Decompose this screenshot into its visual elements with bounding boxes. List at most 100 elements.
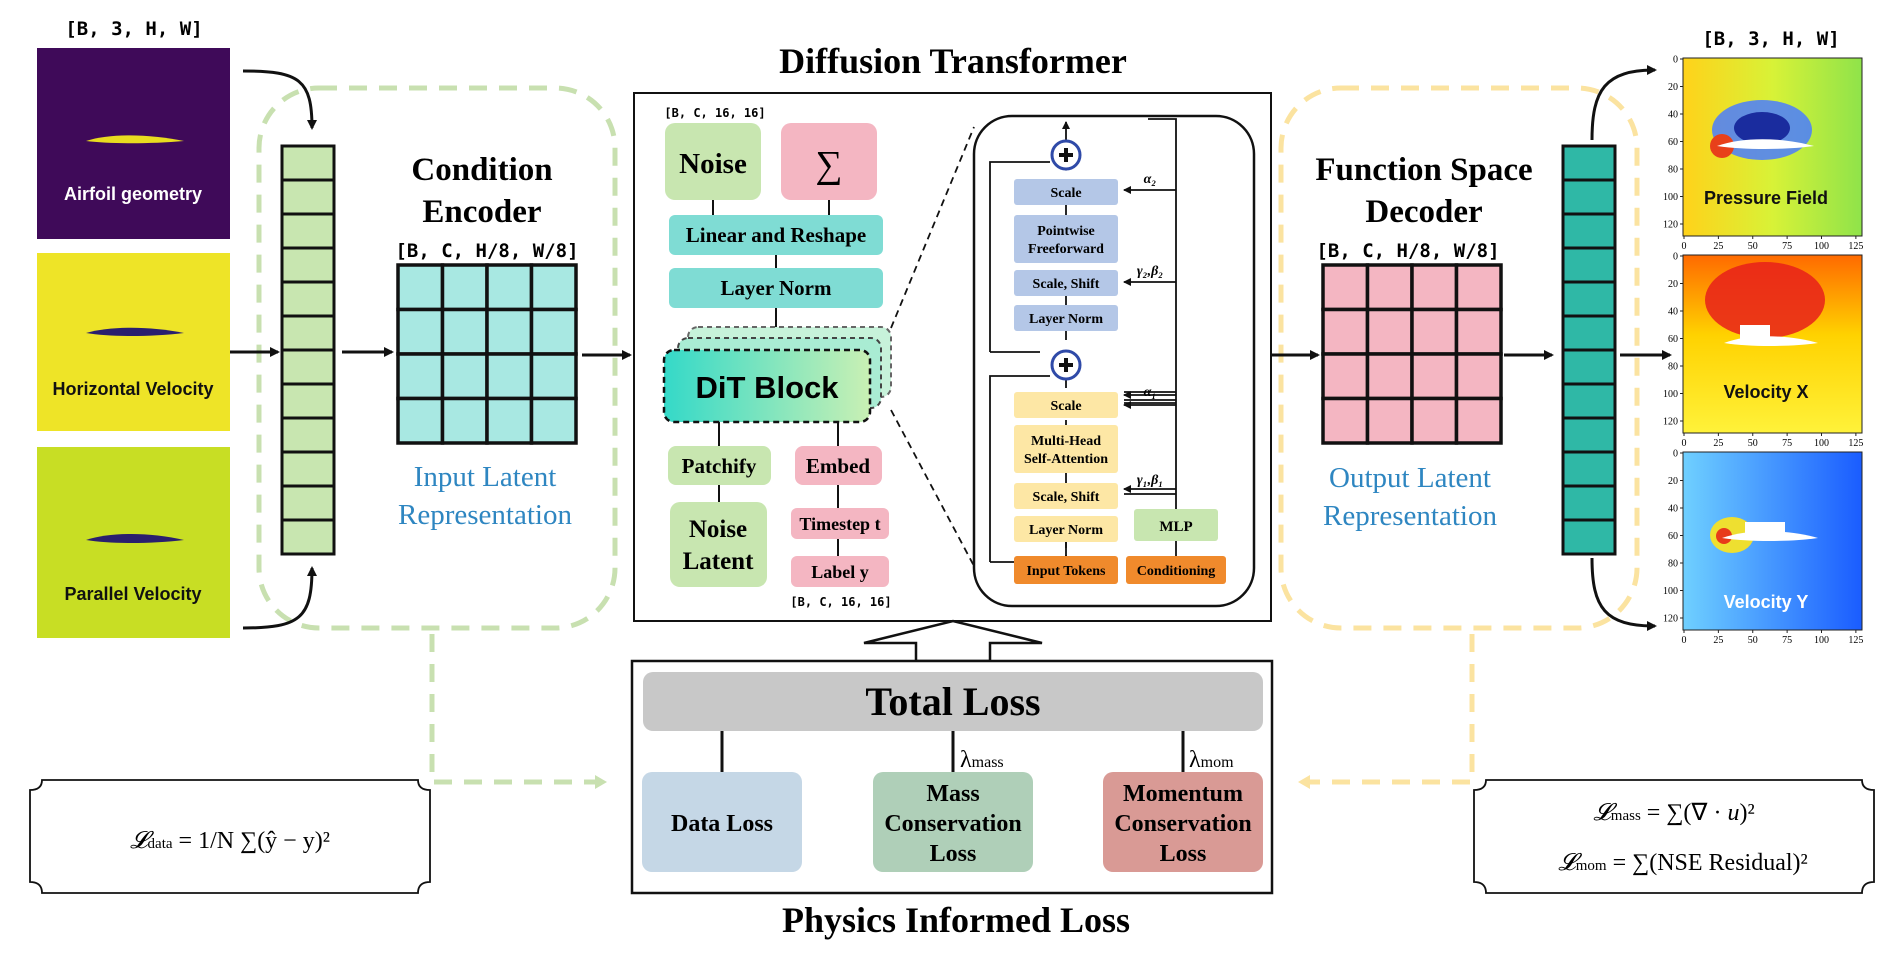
patchify-box: Patchify — [668, 446, 771, 485]
token-cell — [280, 416, 336, 454]
arrow-tokens-to-pressure — [1590, 65, 1657, 141]
add-circle-top — [1050, 139, 1082, 171]
input-latent-caption-line1: Input Latent — [414, 461, 557, 493]
label-box: Label y — [791, 556, 889, 587]
detail-scale-bottom-label: Scale — [1050, 399, 1081, 414]
latent-cell — [1365, 307, 1414, 356]
token-cell — [1561, 416, 1617, 454]
y-tick-label: 100 — [1663, 586, 1678, 597]
token-cell — [280, 314, 336, 352]
token-cell — [280, 518, 336, 556]
y-tick-label: 40 — [1668, 504, 1678, 515]
y-tick-label: 40 — [1668, 307, 1678, 318]
input-label-parallel: Parallel Velocity — [64, 584, 201, 604]
mass-loss-line1: Mass — [926, 781, 979, 807]
latent-cell — [485, 263, 534, 312]
latent-cell — [1365, 352, 1414, 401]
sigma-box: ∑ — [781, 123, 877, 200]
latent-cell — [485, 396, 534, 445]
latent-cell — [396, 263, 445, 312]
latent-cell — [1410, 263, 1459, 312]
x-tick-label: 125 — [1848, 241, 1863, 252]
data-loss-formula-box: 𝓛data = 1/N ∑(ŷ − y)² — [29, 779, 431, 894]
y-tick-label: 0 — [1673, 252, 1678, 263]
detail-layer-norm-bottom-label: Layer Norm — [1029, 523, 1103, 538]
encoder-title-line2: Encoder — [422, 194, 541, 230]
token-cell — [1561, 246, 1617, 284]
detail-scale-bottom: Scale — [1014, 392, 1118, 418]
encoder-region — [256, 85, 618, 631]
latent-cell — [1454, 396, 1503, 445]
x-tick-label: 50 — [1748, 241, 1758, 252]
y-tick-label: 120 — [1663, 417, 1678, 428]
mass-loss-box: Mass Conservation Loss — [873, 772, 1033, 872]
x-tick-label: 0 — [1682, 635, 1687, 646]
x-tick-label: 25 — [1713, 635, 1723, 646]
latent-cell — [1365, 396, 1414, 445]
plot-frame — [1682, 451, 1863, 631]
mass-loss-line2: Conservation — [884, 811, 1021, 837]
token-cell — [1561, 280, 1617, 318]
y-tick-label: 60 — [1668, 334, 1678, 345]
arrow-airfoil-to-tokens — [242, 69, 317, 130]
arrow-tokens-to-vely — [1590, 557, 1657, 631]
latent-cell — [529, 352, 578, 401]
latent-cell — [396, 396, 445, 445]
latent-cell — [1454, 307, 1503, 356]
dit-block-label: DiT Block — [696, 370, 840, 405]
y-tick-label: 20 — [1668, 82, 1678, 93]
latent-cell — [529, 307, 578, 356]
decoder-to-loss-arrow — [1298, 634, 1475, 789]
x-tick-label: 125 — [1848, 438, 1863, 449]
x-tick-label: 100 — [1814, 241, 1829, 252]
detail-pointwise-line1: Pointwise — [1037, 224, 1095, 239]
total-loss-box: Total Loss — [643, 672, 1263, 731]
detail-input-tokens-label: Input Tokens — [1026, 564, 1106, 579]
dit-bottom-shape: [B, C, 16, 16] — [790, 595, 891, 609]
token-cell — [1561, 348, 1617, 386]
timestep-box: Timestep t — [791, 508, 889, 539]
input-airfoil-geometry: Airfoil geometry — [37, 48, 230, 239]
detail-scale-shift-top: Scale, Shift — [1014, 270, 1118, 296]
y-tick-label: 20 — [1668, 279, 1678, 290]
noise-latent-line2: Latent — [683, 548, 755, 575]
input-latent-grid — [396, 263, 578, 445]
output-shape-label: [B, 3, H, W] — [1702, 28, 1839, 50]
token-cell — [280, 382, 336, 420]
token-cell — [1561, 178, 1617, 216]
latent-cell — [1321, 263, 1370, 312]
token-cell — [280, 484, 336, 522]
arrow-parallel-to-tokens — [242, 566, 317, 630]
token-cell — [1561, 450, 1617, 488]
latent-cell — [1410, 307, 1459, 356]
latent-cell — [396, 307, 445, 356]
latent-cell — [440, 352, 489, 401]
latent-cell — [529, 263, 578, 312]
output-label-vely: Velocity Y — [1724, 592, 1809, 612]
latent-cell — [1321, 352, 1370, 401]
input-shape-label: [B, 3, H, W] — [65, 18, 202, 40]
x-tick-label: 50 — [1748, 635, 1758, 646]
x-tick-label: 75 — [1782, 635, 1792, 646]
loss-feedback-arrow — [863, 619, 1043, 663]
encoder-title-line1: Condition — [411, 152, 552, 188]
input-parallel-velocity: Parallel Velocity — [37, 447, 230, 638]
x-tick-label: 25 — [1713, 241, 1723, 252]
x-tick-label: 50 — [1748, 438, 1758, 449]
token-cell — [280, 348, 336, 386]
noise-latent-line1: Noise — [689, 516, 747, 543]
layer-norm-box: Layer Norm — [669, 268, 883, 308]
sigma-label: ∑ — [815, 144, 842, 186]
y-tick-label: 100 — [1663, 389, 1678, 400]
velocity-y-plot: Velocity Y — [1683, 452, 1862, 630]
latent-cell — [440, 396, 489, 445]
detail-pointwise-line2: Freeforward — [1028, 242, 1104, 257]
plot-frame — [1682, 254, 1863, 434]
detail-scale-shift-top-label: Scale, Shift — [1033, 277, 1100, 292]
token-cell — [1561, 144, 1617, 182]
detail-conditioning: Conditioning — [1126, 556, 1226, 584]
physics-formula-box: 𝓛mass = ∑(∇ · u)² 𝓛mom = ∑(NSE Residual)… — [1473, 779, 1875, 894]
x-tick-label: 75 — [1782, 438, 1792, 449]
input-horizontal-velocity: Horizontal Velocity — [37, 253, 230, 431]
y-tick-label: 120 — [1663, 614, 1678, 625]
